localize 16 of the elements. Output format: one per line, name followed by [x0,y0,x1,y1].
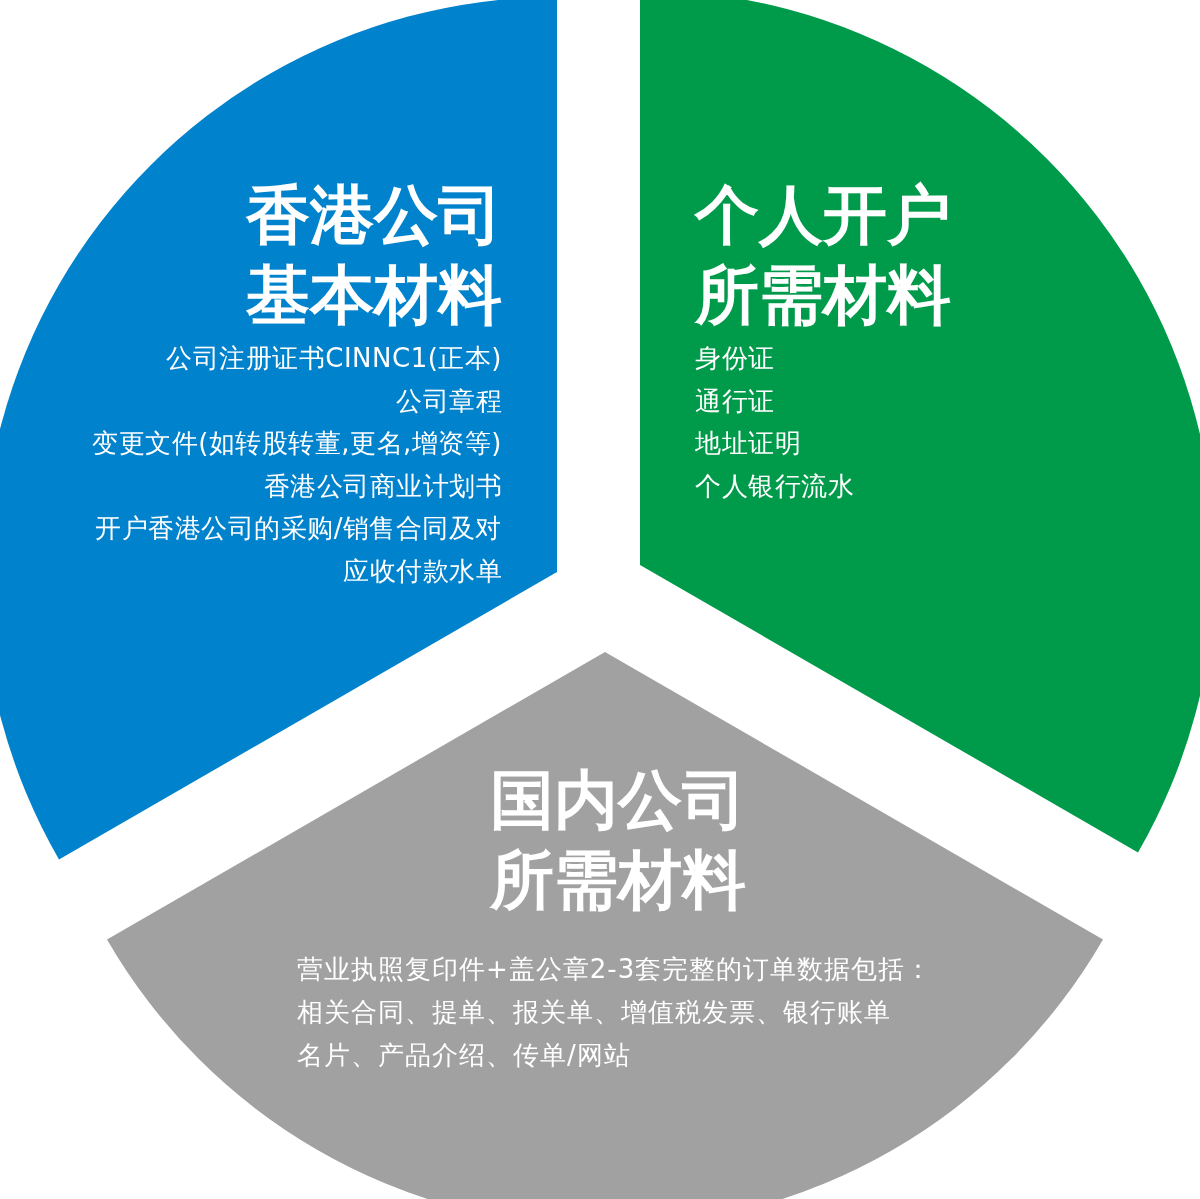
pie-segment [107,652,1103,1199]
list-item: 公司注册证书CINNC1(正本) [166,342,502,375]
list-item: 公司章程 [396,384,502,418]
list-item: 营业执照复印件+盖公章2-3套完整的订单数据包括： [297,953,933,986]
list-item: 名片、产品介绍、传单/网站 [297,1039,631,1072]
list-item: 变更文件(如转股转董,更名,增资等) [92,427,502,460]
list-item: 香港公司商业计划书 [263,469,502,503]
segment-title: 个人开户所需材料 [695,177,952,334]
list-item: 通行证 [695,384,775,418]
segment-title: 香港公司基本材料 [245,177,503,334]
list-item: 相关合同、提单、报关单、增值税发票、银行账单 [297,996,891,1029]
list-item: 地址证明 [695,427,801,460]
segment-title: 国内公司所需材料 [490,762,747,919]
list-item: 开户香港公司的采购/销售合同及对应收付款水单 [94,512,502,588]
list-item: 个人银行流水 [695,469,854,503]
list-item: 身份证 [695,342,775,375]
